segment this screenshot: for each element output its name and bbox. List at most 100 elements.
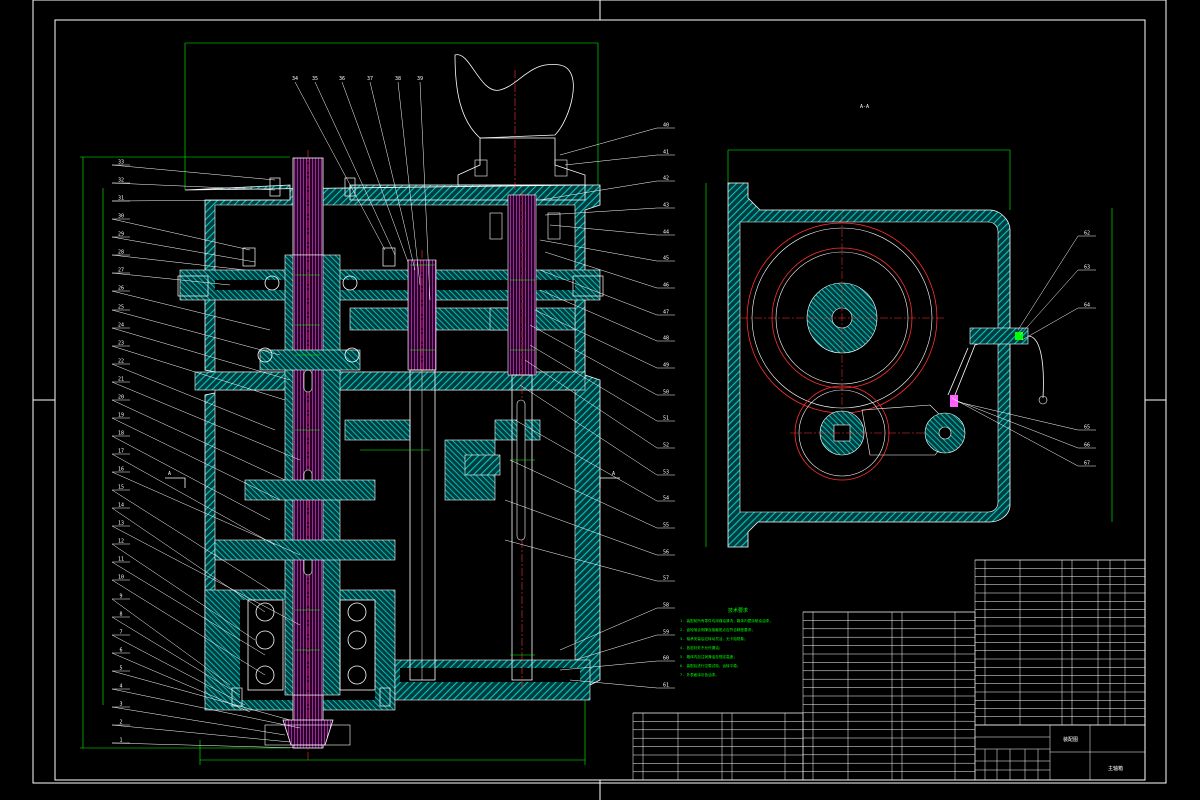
leaders-right: 4041424344454647484950515253545556575859… (504, 123, 675, 689)
balloons_left-balloon-24: 9 (111, 594, 231, 686)
section-mark-right: A (612, 471, 615, 477)
balloons_right-balloon-19: 59 (574, 630, 675, 661)
balloons_left-balloon-26: 7 (111, 630, 246, 706)
tech-req-line: 7. 外表面涂灰色油漆。 (680, 672, 719, 677)
balloons_right-balloon-18: 58 (559, 603, 675, 651)
balloons_top-balloon-5: 39 (417, 76, 431, 301)
balloons_top-balloon-1: 35 (312, 76, 396, 256)
balloons_right-balloon-8: 48 (539, 289, 675, 342)
balloons_right-balloon-7: 47 (539, 269, 675, 316)
balloons_left-balloon-18: 15 (111, 485, 271, 591)
balloons_left-balloon-number: 26 (118, 286, 124, 292)
balloons_top-balloon-number: 37 (367, 76, 373, 82)
title-block-drawing-name: 装配图 (1063, 736, 1078, 743)
balloons_left-balloon-number: 18 (118, 431, 124, 437)
balloons_top-balloon-number: 38 (395, 76, 401, 82)
balloons_left-balloon-number: 14 (118, 503, 124, 509)
balloons_top-balloon-number: 39 (417, 76, 423, 82)
balloons_right-balloon-6: 46 (544, 251, 675, 289)
balloons_left-balloon-number: 24 (118, 323, 124, 329)
intermediate-shafts (295, 190, 537, 690)
balloons_right-balloon-4: 44 (549, 224, 675, 236)
section-marks (165, 477, 620, 488)
balloons_top-balloon-4: 38 (395, 76, 421, 286)
balloons_right-balloon-1: 41 (564, 150, 675, 166)
balloons_left-balloon-number: 19 (118, 413, 124, 419)
balloons_right-balloon-14: 54 (514, 419, 675, 502)
tech-req-title: 技术要求 (728, 607, 748, 614)
shift-lever (861, 327, 1048, 456)
balloons_left-balloon-number: 1 (119, 738, 122, 744)
balloons_right-balloon-number: 44 (663, 230, 669, 236)
balloons_right-balloon-15: 55 (509, 459, 675, 529)
balloons_right-balloon-number: 60 (663, 656, 669, 662)
balloons_left-balloon-number: 30 (118, 214, 124, 220)
balloons_right-balloon-17: 57 (504, 539, 675, 582)
balloons_right-balloon-number: 40 (663, 123, 669, 129)
balloons_side-balloon-3: 65 (957, 401, 1096, 431)
balloons_left-balloon-30: 3 (111, 702, 286, 736)
side-view-a-a: A-A (705, 104, 1113, 548)
balloons_left-balloon-number: 27 (118, 268, 124, 274)
dimension-lines (80, 42, 599, 765)
balloons_right-balloon-number: 47 (663, 310, 669, 316)
balloons_left-balloon-number: 3 (119, 702, 122, 708)
balloons_left-balloon-number: 13 (118, 521, 124, 527)
balloons_right-balloon-13: 53 (519, 384, 675, 476)
balloons_right-balloon-number: 50 (663, 390, 669, 396)
balloons_left-balloon-17: 16 (111, 467, 301, 556)
balloons_side-balloon-number: 63 (1084, 265, 1090, 271)
balloons_left-balloon-29: 4 (111, 684, 301, 729)
balloons_left-balloon-12: 21 (111, 377, 301, 461)
tech-req-line: 1. 装配前所有零件均用煤油清洗，箱体内壁涂耐油油漆； (680, 618, 773, 623)
balloons_side-balloon-number: 62 (1084, 231, 1090, 237)
balloons_left-balloon-number: 20 (118, 395, 124, 401)
balloons_left-balloon-23: 10 (111, 575, 266, 676)
balloons_right-balloon-16: 56 (504, 499, 675, 556)
handwheel-top (454, 54, 586, 240)
balloons_left-balloon-number: 12 (118, 539, 124, 545)
balloons_left-balloon-number: 9 (119, 594, 122, 600)
balloons_left-balloon-32: 1 (111, 738, 301, 749)
large-gear (740, 215, 945, 420)
balloons_left-balloon-number: 33 (118, 160, 124, 166)
balloons_left-balloon-9: 24 (111, 323, 291, 381)
balloons_side-balloon-4: 66 (954, 399, 1096, 449)
balloons_top-balloon-0: 34 (292, 76, 386, 251)
balloons_right-balloon-number: 57 (663, 576, 669, 582)
balloons_right-balloon-10: 50 (529, 324, 675, 396)
tech-req-line: 2. 齿轮啮合侧隙及接触斑点应符合精度要求； (680, 627, 755, 632)
balloons_left-balloon-4: 29 (111, 232, 256, 263)
balloons_side-balloon-5: 67 (951, 397, 1096, 467)
balloons_left-balloon-number: 6 (119, 648, 122, 654)
balloons_right-balloon-number: 48 (663, 336, 669, 342)
balloons_right-balloon-number: 51 (663, 416, 669, 422)
balloons_side-balloon-0: 62 (1017, 231, 1096, 331)
balloons_left-balloon-1: 32 (111, 178, 276, 191)
tech-req-line: 6. 装配后进行空载试验，运转平稳； (680, 663, 740, 668)
balloons_top-balloon-number: 34 (292, 76, 298, 82)
balloons_left-balloon-number: 11 (118, 557, 124, 563)
balloons_left-balloon-number: 15 (118, 485, 124, 491)
balloons_top-balloon-number: 36 (339, 76, 345, 82)
balloons_left-balloon-number: 2 (119, 720, 122, 726)
section-view: A A 333231302928272625242322212019181716… (80, 42, 675, 765)
balloons_left-balloon-6: 27 (111, 268, 231, 286)
balloons_top-balloon-2: 36 (339, 76, 409, 263)
balloons_right-balloon-number: 56 (663, 550, 669, 556)
spindle-bearings (247, 275, 376, 691)
balloons_left-balloon-number: 21 (118, 377, 124, 383)
balloons_right-balloon-11: 51 (529, 344, 675, 422)
balloons_left-balloon-25: 8 (111, 612, 241, 696)
balloons_right-balloon-number: 55 (663, 523, 669, 529)
balloons_left-balloon-number: 10 (118, 575, 124, 581)
balloons_right-balloon-2: 42 (539, 176, 675, 201)
balloons_side-balloon-number: 67 (1084, 461, 1090, 467)
small-gear (790, 385, 960, 481)
balloons_left-balloon-number: 32 (118, 178, 124, 184)
balloons_right-balloon-0: 40 (559, 123, 675, 156)
balloons_left-balloon-number: 5 (119, 666, 122, 672)
balloons_left-balloon-number: 17 (118, 449, 124, 455)
balloons_left-balloon-10: 23 (111, 341, 286, 401)
balloons_left-balloon-20: 13 (111, 521, 301, 626)
